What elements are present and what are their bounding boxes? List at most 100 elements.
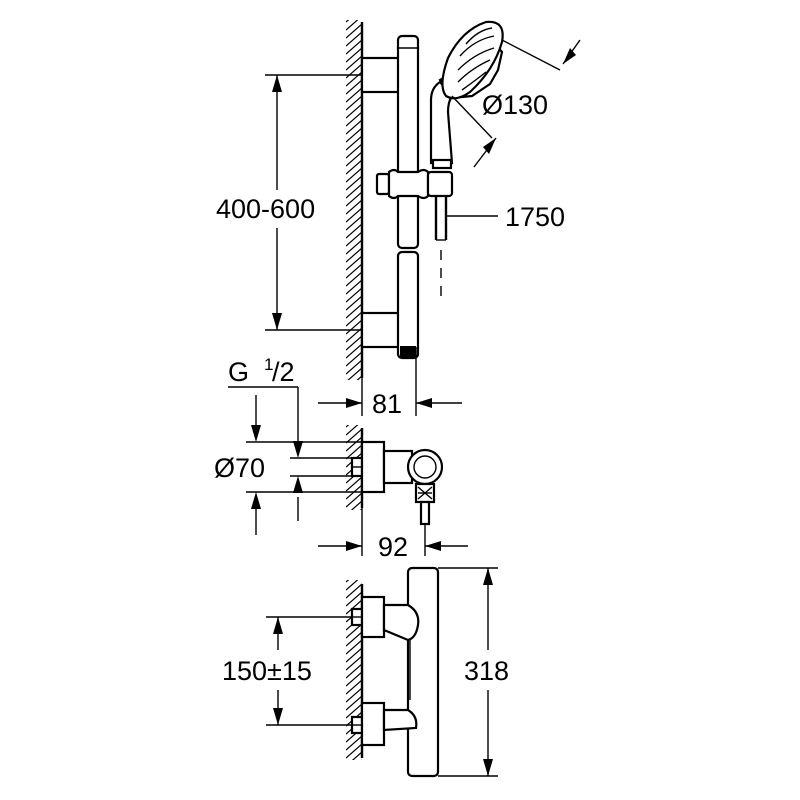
hatch-line bbox=[346, 631, 362, 647]
wall-hatching bbox=[346, 0, 362, 398]
outlet-offset-label: 92 bbox=[378, 532, 408, 562]
wall-section-thermostat bbox=[346, 560, 364, 790]
dimension-head-diameter: Ø130 bbox=[451, 39, 581, 168]
hatch-line bbox=[346, 311, 362, 327]
rail-height-label: 400-600 bbox=[216, 194, 315, 224]
hatch-line bbox=[346, 239, 362, 255]
hatch-line bbox=[346, 159, 362, 175]
hatch-line bbox=[346, 231, 362, 247]
hatch-line bbox=[346, 87, 362, 103]
hatch-line bbox=[346, 183, 362, 199]
hatch-line bbox=[346, 580, 350, 583]
dimension-rosette-diameter: Ø70 bbox=[214, 395, 362, 535]
hatch-line bbox=[346, 103, 362, 119]
hatch-line bbox=[346, 135, 362, 151]
hatch-line bbox=[346, 695, 362, 711]
hatch-line bbox=[346, 191, 362, 207]
hatch-line bbox=[346, 287, 362, 303]
hatch-line bbox=[346, 143, 362, 159]
hatch-line bbox=[346, 599, 362, 615]
hatch-line bbox=[346, 223, 362, 239]
dimension-thermostat-height: 318 bbox=[438, 567, 509, 777]
hatch-line bbox=[346, 39, 362, 55]
wall-section-rail bbox=[346, 0, 364, 398]
hatch-line bbox=[346, 79, 362, 95]
hatch-line bbox=[346, 436, 362, 452]
dimension-rail-offset: 81 bbox=[318, 347, 462, 419]
hatch-line bbox=[346, 319, 362, 335]
hatch-line bbox=[356, 375, 362, 380]
hatch-line bbox=[346, 263, 362, 279]
hatch-line bbox=[346, 492, 362, 508]
hatch-line bbox=[346, 671, 362, 687]
hatch-line bbox=[346, 279, 362, 295]
dimension-thread-size: G 1 /2 bbox=[228, 355, 352, 521]
wall-outlet-elbow bbox=[350, 440, 444, 526]
hatch-line bbox=[346, 95, 362, 111]
hatch-line bbox=[346, 71, 362, 87]
hatch-line bbox=[346, 151, 362, 167]
hatch-line bbox=[346, 111, 362, 127]
thermostat-body bbox=[406, 566, 440, 778]
rosette-diameter-label: Ø70 bbox=[214, 453, 265, 483]
upper-inlet-connector bbox=[350, 595, 420, 642]
hatch-line bbox=[346, 175, 362, 191]
hatch-line bbox=[346, 425, 359, 436]
hatch-line bbox=[346, 639, 362, 655]
inlet-spacing-label: 150±15 bbox=[222, 656, 312, 686]
hatch-line bbox=[346, 517, 362, 531]
hatch-line bbox=[346, 583, 362, 599]
head-diameter-label: Ø130 bbox=[482, 90, 548, 120]
hatch-line bbox=[346, 359, 362, 375]
hatch-line bbox=[346, 703, 362, 719]
dimension-inlet-spacing: 150±15 bbox=[222, 616, 352, 726]
dimension-rail-height: 400-600 bbox=[216, 74, 362, 331]
hatch-line bbox=[346, 525, 362, 539]
hatch-line bbox=[346, 444, 362, 460]
hatch-line bbox=[346, 207, 362, 223]
hatch-line bbox=[346, 425, 350, 428]
hand-shower bbox=[429, 20, 504, 170]
lower-inlet-connector bbox=[350, 701, 418, 747]
hatch-line bbox=[346, 687, 362, 703]
hatch-line bbox=[346, 384, 362, 398]
hatch-line bbox=[346, 623, 362, 639]
rail-offset-label: 81 bbox=[372, 389, 402, 419]
hatch-line bbox=[346, 247, 362, 263]
hatch-line bbox=[346, 303, 362, 319]
hatch-line bbox=[359, 508, 362, 510]
hatch-line bbox=[346, 428, 362, 444]
hatch-line bbox=[346, 167, 362, 183]
hatch-line bbox=[346, 743, 362, 759]
hatch-line bbox=[351, 751, 362, 760]
hatch-line bbox=[346, 20, 350, 23]
hatch-line bbox=[346, 127, 362, 143]
hatch-line bbox=[346, 295, 362, 311]
hatch-line bbox=[346, 735, 362, 751]
hatch-line bbox=[346, 655, 362, 671]
thread-size-label: G bbox=[228, 357, 249, 387]
hatch-line bbox=[346, 215, 362, 231]
hatch-line bbox=[346, 679, 362, 695]
hatch-line bbox=[346, 560, 362, 574]
thread-size-denominator: /2 bbox=[272, 357, 295, 387]
hatch-line bbox=[346, 271, 362, 287]
hatch-line bbox=[346, 591, 362, 607]
hatch-line bbox=[346, 119, 362, 135]
hatch-line bbox=[346, 20, 359, 31]
hatch-line bbox=[347, 367, 362, 380]
hatch-line bbox=[346, 0, 362, 14]
hatch-line bbox=[346, 343, 362, 359]
dimension-outlet-offset: 92 bbox=[318, 508, 468, 562]
hatch-line bbox=[346, 647, 362, 663]
hatch-line bbox=[346, 580, 359, 591]
hatch-line bbox=[346, 476, 362, 492]
hatch-line bbox=[346, 63, 362, 79]
thread-size-numerator: 1 bbox=[264, 355, 273, 374]
hatch-line bbox=[346, 351, 362, 367]
hatch-line bbox=[346, 768, 362, 782]
dimension-hose-length: 1750 bbox=[446, 202, 565, 232]
hatch-line bbox=[346, 199, 362, 215]
hatch-line bbox=[346, 663, 362, 679]
hatch-line bbox=[346, 776, 362, 790]
